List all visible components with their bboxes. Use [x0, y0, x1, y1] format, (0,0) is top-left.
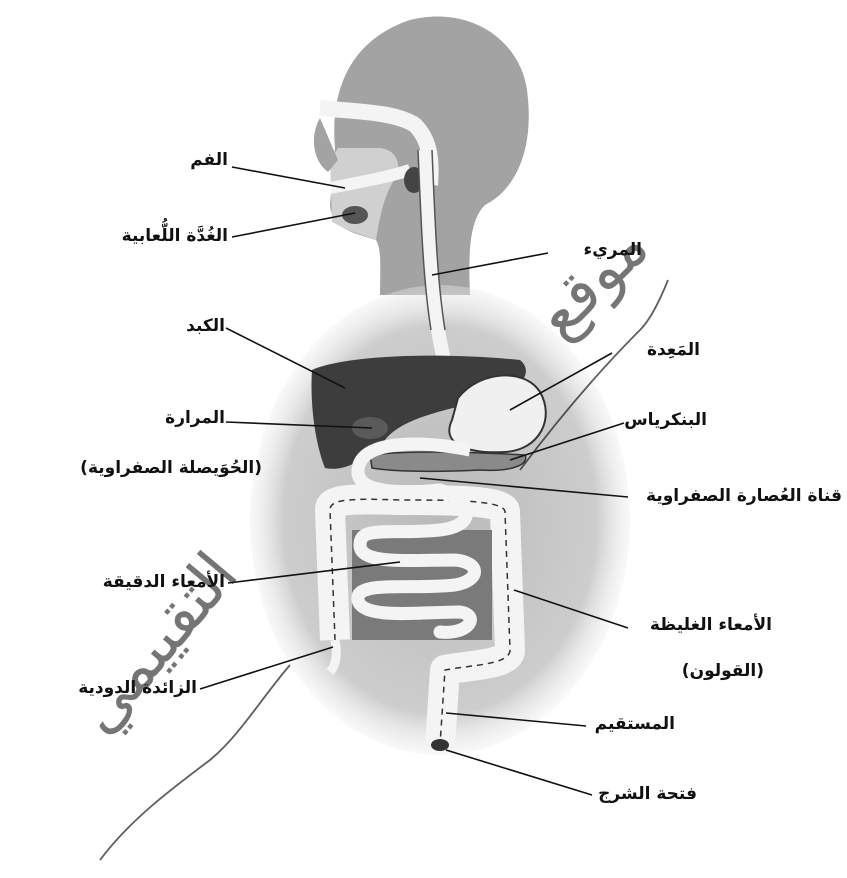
label-anus: فتحة الشرج: [598, 786, 697, 803]
label-salivary-gland: الغُدَّة اللُّعابية: [122, 228, 228, 245]
label-large-intestine-alt: (القولون): [682, 663, 764, 680]
label-stomach: المَعِدة: [647, 342, 700, 359]
pancreas-shape: [370, 452, 526, 471]
label-bile-duct: قناة العُصارة الصفراوية: [646, 488, 842, 505]
label-mouth: الفم: [190, 152, 228, 169]
label-rectum: المستقيم: [595, 716, 675, 733]
label-large-intestine: الأمعاء الغليظة: [650, 617, 772, 634]
label-gallbladder-alt: (الحُوَيصلة الصفراوية): [80, 460, 262, 477]
label-pancreas: البنكرياس: [624, 412, 707, 429]
anus-shape: [431, 739, 449, 751]
label-gallbladder: المرارة: [165, 410, 225, 427]
label-liver: الكبد: [186, 318, 225, 335]
